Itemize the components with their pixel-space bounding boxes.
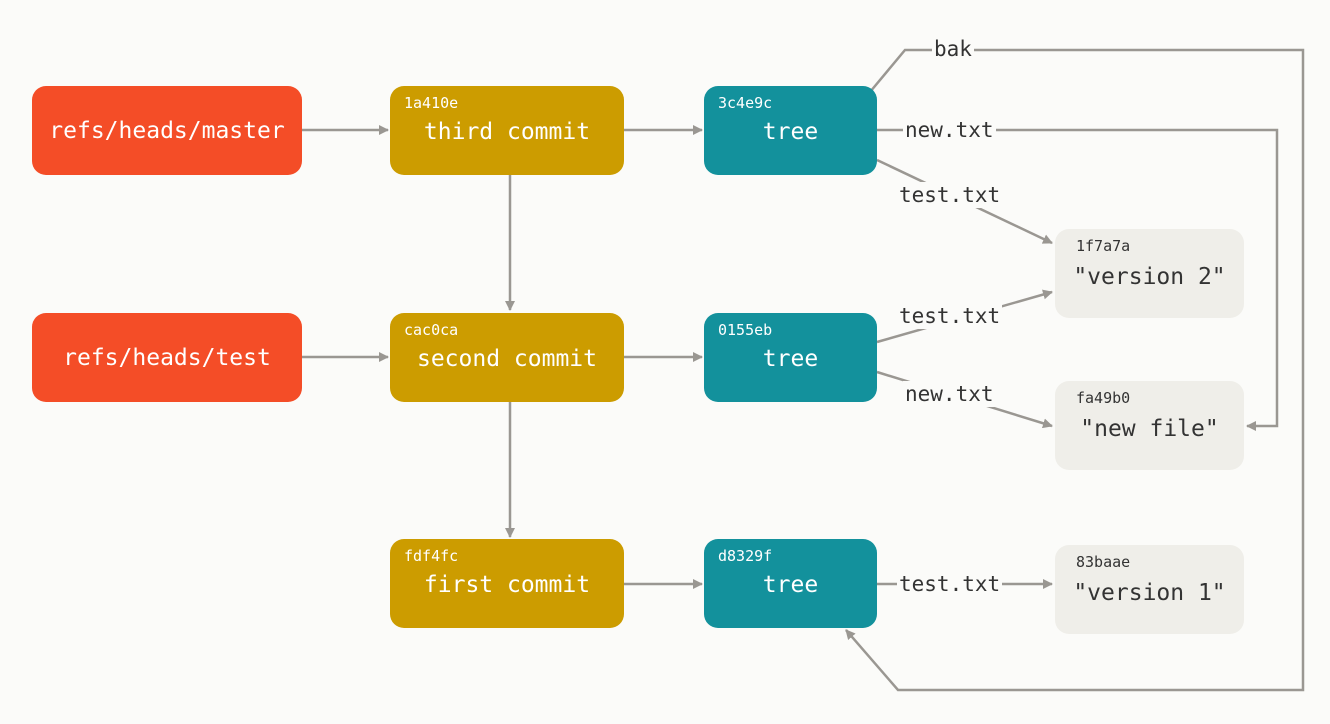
blob-version-1: 83baae "version 1" — [1055, 545, 1244, 634]
edge-label-tree1-test: test.txt — [897, 182, 1003, 208]
blob-version-2: 1f7a7a "version 2" — [1055, 229, 1244, 318]
blob-new-file: fa49b0 "new file" — [1055, 381, 1244, 470]
tree-third: 3c4e9c tree — [704, 86, 877, 175]
tree-label: tree — [762, 346, 819, 372]
ref-test-label: refs/heads/test — [63, 344, 271, 371]
commit-second: cac0ca second commit — [390, 313, 624, 402]
commit-sha: cac0ca — [404, 321, 459, 339]
tree-label: tree — [762, 572, 819, 598]
commit-message: second commit — [416, 346, 597, 372]
tree-second: 0155eb tree — [704, 313, 877, 402]
commit-message: third commit — [423, 119, 591, 145]
blob-sha: fa49b0 — [1076, 389, 1131, 407]
tree-sha: 3c4e9c — [718, 94, 773, 112]
tree-sha: d8329f — [718, 547, 773, 565]
commit-sha: 1a410e — [404, 94, 459, 112]
blob-content: "version 2" — [1073, 264, 1226, 290]
tree-sha: 0155eb — [718, 321, 773, 339]
edge-label-tree1-new: new.txt — [903, 117, 996, 143]
commit-message: first commit — [423, 572, 591, 598]
arrow-tree1-new-to-new-file — [877, 128, 1279, 431]
edge-label-tree2-test: test.txt — [897, 303, 1003, 329]
blob-sha: 83baae — [1076, 553, 1131, 571]
ref-master: refs/heads/master — [32, 86, 302, 175]
blob-content: "version 1" — [1073, 580, 1226, 606]
arrow-bak-to-first-tree — [845, 48, 1305, 692]
ref-master-label: refs/heads/master — [49, 117, 285, 144]
edge-label-tree3-test: test.txt — [897, 571, 1003, 597]
commit-sha: fdf4fc — [404, 547, 459, 565]
commit-first: fdf4fc first commit — [390, 539, 624, 628]
blob-sha: 1f7a7a — [1076, 237, 1131, 255]
tree-first: d8329f tree — [704, 539, 877, 628]
ref-test: refs/heads/test — [32, 313, 302, 402]
blob-content: "new file" — [1080, 416, 1219, 442]
edge-label-tree2-new: new.txt — [903, 381, 996, 407]
commit-third: 1a410e third commit — [390, 86, 624, 175]
edge-label-bak: bak — [932, 36, 974, 62]
tree-label: tree — [762, 119, 819, 145]
